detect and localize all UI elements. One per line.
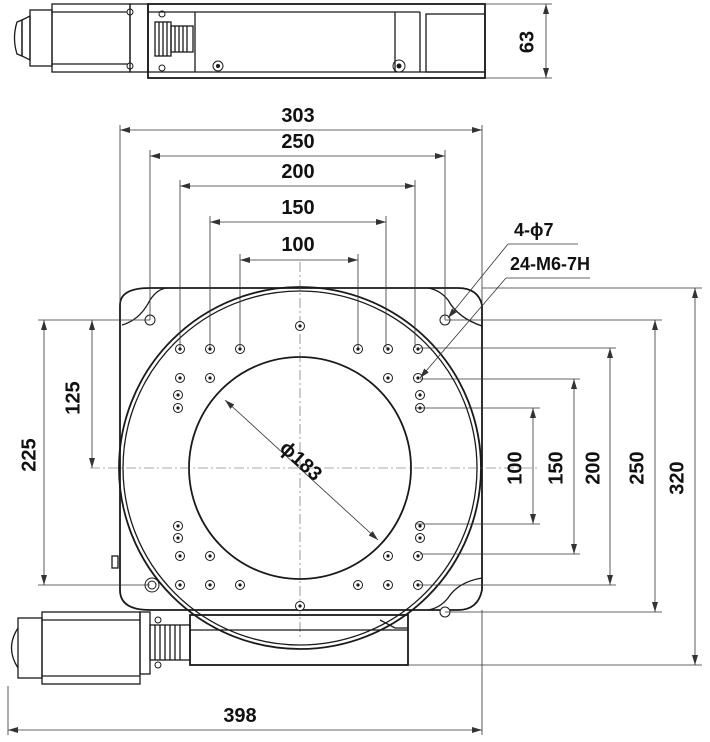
dim-right-200: 200 xyxy=(582,451,604,484)
side-table-body xyxy=(147,3,486,79)
dim-width-150: 150 xyxy=(281,197,314,219)
tapped-hole-center xyxy=(416,376,420,380)
tapped-hole-center xyxy=(356,347,360,351)
tapped-hole-center xyxy=(208,376,212,380)
hole-callouts: 4-ϕ7 24-M6-7H xyxy=(419,220,590,379)
tapped-hole-center xyxy=(416,583,420,587)
base-plate xyxy=(119,287,483,611)
tapped-hole-center xyxy=(386,583,390,587)
callout-corner-holes: 4-ϕ7 xyxy=(514,220,554,240)
callout-tapped-holes: 24-M6-7H xyxy=(510,254,590,274)
tapped-hole-center xyxy=(208,583,212,587)
tapped-hole-center xyxy=(386,554,390,558)
right-dimensions: 100 150 200 250 320 xyxy=(408,287,702,666)
dim-width-303: 303 xyxy=(281,105,314,127)
tapped-hole-center xyxy=(416,347,420,351)
tapped-hole-center xyxy=(238,583,242,587)
tapped-hole-center xyxy=(386,376,390,380)
tapped-hole-center xyxy=(418,393,422,397)
side-motor-cap xyxy=(21,14,31,62)
tapped-hole-center xyxy=(176,406,180,410)
bottom-dimension: 398 xyxy=(7,610,483,735)
dim-right-250: 250 xyxy=(626,451,648,484)
dim-height-63: 63 xyxy=(516,31,538,53)
tapped-hole-center xyxy=(416,554,420,558)
tapped-hole-center xyxy=(298,324,302,328)
dim-right-150: 150 xyxy=(545,451,567,484)
dim-right-100: 100 xyxy=(504,451,526,484)
tapped-hole-center xyxy=(178,583,182,587)
top-dimensions: 303 250 200 150 100 xyxy=(119,105,483,348)
dim-left-225: 225 xyxy=(18,438,40,471)
tapped-hole-center xyxy=(386,347,390,351)
dim-diameter-183: ϕ183 xyxy=(275,437,326,486)
tapped-hole-center xyxy=(418,536,422,540)
dim-width-200: 200 xyxy=(281,161,314,183)
side-view: 63 xyxy=(13,3,552,79)
bottom-motor-body xyxy=(41,611,141,685)
bottom-table-body xyxy=(189,614,409,666)
plan-view: ϕ183 303 250 xyxy=(7,105,702,735)
dim-bottom-398: 398 xyxy=(223,705,256,727)
tapped-hole-center xyxy=(298,604,302,608)
tapped-hole-center xyxy=(208,347,212,351)
dim-left-125: 125 xyxy=(62,381,84,414)
left-dimensions: 225 125 xyxy=(18,319,150,586)
tapped-hole-center xyxy=(176,524,180,528)
dim-width-250: 250 xyxy=(281,131,314,153)
tapped-hole-center xyxy=(178,347,182,351)
tapped-hole-center xyxy=(176,536,180,540)
side-motor-body xyxy=(29,9,53,67)
dim-right-320: 320 xyxy=(666,461,688,494)
tapped-hole-center xyxy=(418,524,422,528)
tapped-hole-center xyxy=(178,554,182,558)
tapped-hole-center xyxy=(238,347,242,351)
tapped-hole-center xyxy=(356,583,360,587)
tapped-hole-center xyxy=(176,393,180,397)
dim-width-100: 100 xyxy=(281,234,314,256)
tapped-hole-center xyxy=(208,554,212,558)
tapped-hole-center xyxy=(178,376,182,380)
